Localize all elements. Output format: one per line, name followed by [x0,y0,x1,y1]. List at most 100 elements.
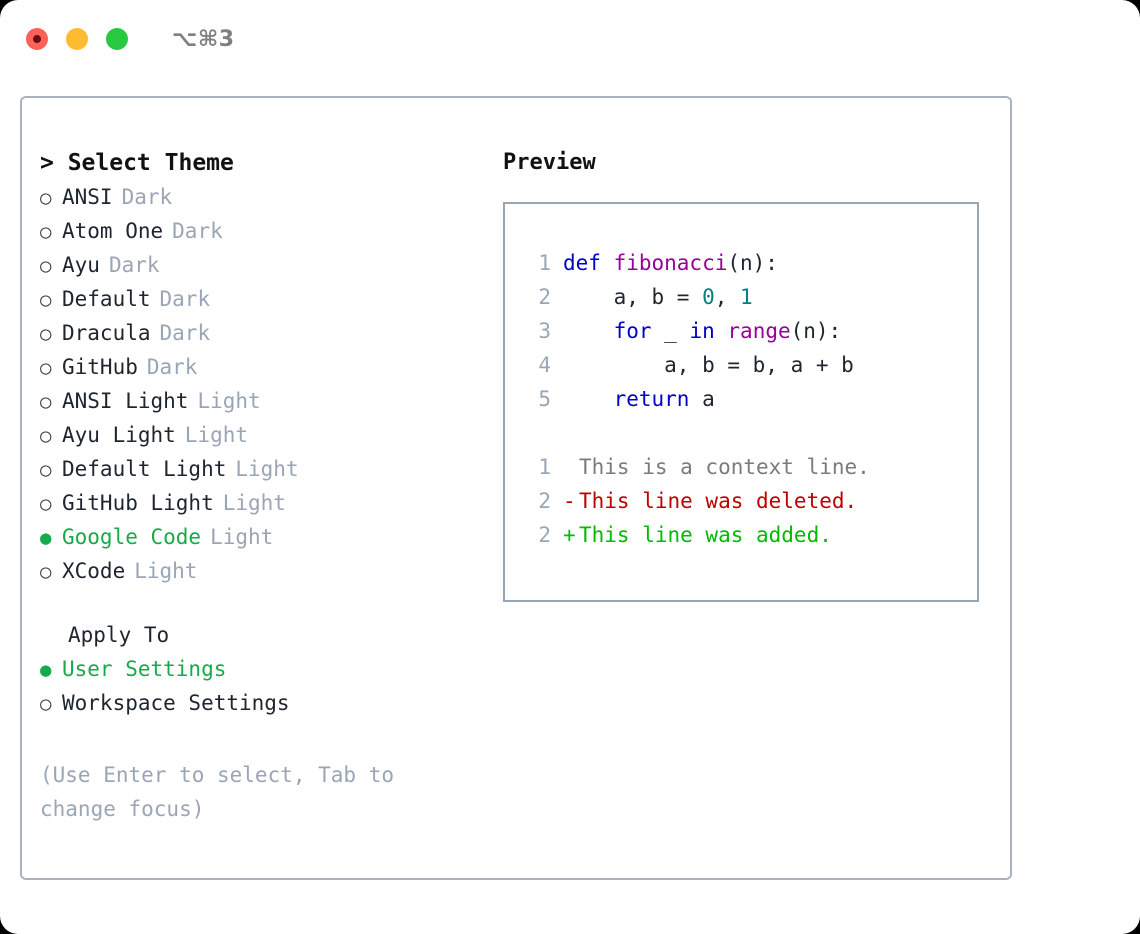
theme-category: Dark [146,355,198,379]
line-number: 3 [538,319,551,343]
radio-icon-selected: ● [40,527,52,549]
minimize-button[interactable] [66,28,88,50]
apply-to-panel: Apply To ● User Settings ○ Workspace Set… [40,618,500,720]
theme-name: Default [62,287,151,311]
theme-list-item-github-light[interactable]: ○ GitHub Light Light [40,486,500,520]
code-sample: 1 def fibonacci(n): 2 a, b = 0, 1 3 for … [523,246,977,416]
radio-icon: ○ [40,187,52,209]
theme-name: ANSI [62,185,113,209]
diff-marker: - [563,489,576,513]
theme-list-item-xcode[interactable]: ○ XCode Light [40,554,500,588]
theme-list-item-ayu[interactable]: ○ Ayu Dark [40,248,500,282]
diff-marker: + [563,523,576,547]
apply-to-item-user-settings[interactable]: ● User Settings [40,652,500,686]
theme-list-item-dracula[interactable]: ○ Dracula Dark [40,316,500,350]
theme-category: Light [184,423,249,447]
close-icon [33,35,41,43]
theme-name: Default Light [62,457,227,481]
window-controls [26,28,128,50]
theme-list-item-default-light[interactable]: ○ Default Light Light [40,452,500,486]
token-keyword: in [689,319,715,343]
theme-name: Ayu Light [62,423,176,447]
code-line: 2 a, b = 0, 1 [523,280,977,314]
theme-name: GitHub Light [62,491,214,515]
select-theme-header: > Select Theme [40,150,234,176]
theme-category: Dark [172,219,223,243]
theme-name: Atom One [62,219,164,243]
code-line: 3 for _ in range(n): [523,314,977,348]
diff-sample: 1 This is a context line. 2 - This line … [523,450,977,552]
apply-to-item-workspace-settings[interactable]: ○ Workspace Settings [40,686,500,720]
radio-icon: ○ [40,255,52,277]
radio-icon: ○ [40,561,52,583]
radio-icon: ○ [40,391,52,413]
theme-category: Light [134,559,198,583]
theme-category: Light [210,525,274,549]
code-line: 5 return a [523,382,977,416]
theme-category: Light [197,389,261,413]
theme-list-item-ansi-light[interactable]: ○ ANSI Light Light [40,384,500,418]
token-plain: _ [651,319,690,343]
code-content: def fibonacci(n): [563,246,778,280]
preview-code-box: 1 def fibonacci(n): 2 a, b = 0, 1 3 for … [503,202,979,602]
theme-list-item-github[interactable]: ○ GitHub Dark [40,350,500,384]
token-keyword: return [613,387,690,411]
maximize-button[interactable] [106,28,128,50]
diff-marker [563,450,579,484]
code-content: a, b = 0, 1 [563,280,753,314]
theme-list: ○ ANSI Dark ○ Atom One Dark ○ Ayu Dark [40,180,500,588]
theme-name: Ayu [62,253,100,277]
radio-icon-selected: ● [40,659,52,681]
close-button[interactable] [26,28,48,50]
code-line: 4 a, b = b, a + b [523,348,977,382]
token-plain: a, b = [563,285,703,309]
title-bar: ⌥⌘3 [0,0,1140,78]
line-number: 1 [538,251,551,275]
token-number: 0 [702,285,715,309]
theme-category: Dark [159,287,211,311]
token-keyword: def [563,251,614,275]
token-plain: , [714,285,741,309]
keyboard-hint-text: (Use Enter to select, Tab to change focu… [40,763,395,821]
preview-header: Preview [503,150,596,175]
theme-list-item-ayu-light[interactable]: ○ Ayu Light Light [40,418,500,452]
token-plain: a, b = b, a + b [563,353,854,377]
theme-category: Dark [121,185,173,209]
token-plain: (n): [790,319,842,343]
line-number: 1 [538,455,551,479]
token-plain [715,319,728,343]
keyboard-shortcut-label: ⌥⌘3 [172,26,235,52]
theme-name: Dracula [62,321,151,345]
radio-icon: ○ [40,289,52,311]
theme-category: Dark [108,253,160,277]
token-function: range [727,319,791,343]
line-number: 2 [538,285,551,309]
token-keyword: for [613,319,652,343]
radio-icon: ○ [40,221,52,243]
token-plain [563,387,614,411]
theme-category: Light [222,491,286,515]
apply-to-label: Workspace Settings [62,691,290,715]
theme-category: Dark [159,321,211,345]
theme-picker-panel: > Select Theme ○ ANSI Dark ○ Atom One Da… [40,146,500,826]
theme-name: XCode [62,559,126,583]
theme-list-item-atom-one[interactable]: ○ Atom One Dark [40,214,500,248]
diff-content: This line was deleted. [579,489,858,513]
theme-list-item-google-code[interactable]: ● Google Code Light [40,520,500,554]
apply-to-header: Apply To [68,623,170,647]
theme-name: GitHub [62,355,138,379]
theme-selection-dialog: > Select Theme ○ ANSI Dark ○ Atom One Da… [20,96,1012,880]
code-line: 1 def fibonacci(n): [523,246,977,280]
token-plain [563,319,614,343]
token-function: fibonacci [613,251,728,275]
diff-line-deleted: 2 - This line was deleted. [523,484,977,518]
theme-list-item-ansi[interactable]: ○ ANSI Dark [40,180,500,214]
radio-icon: ○ [40,693,52,715]
diff-line-added: 2 + This line was added. [523,518,977,552]
radio-icon: ○ [40,357,52,379]
line-number: 2 [538,523,551,547]
theme-list-item-default[interactable]: ○ Default Dark [40,282,500,316]
radio-icon: ○ [40,323,52,345]
token-number: 1 [740,285,753,309]
